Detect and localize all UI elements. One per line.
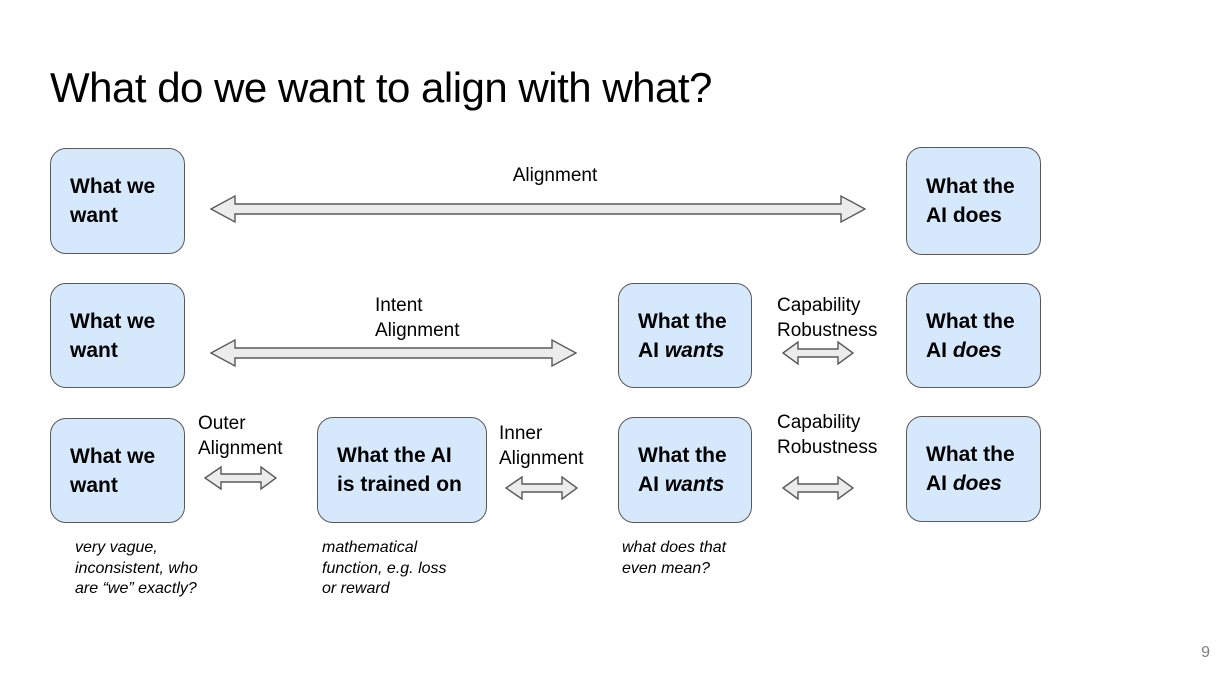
box-line: AI wants	[638, 473, 725, 496]
label-line: Alignment	[198, 438, 283, 459]
box-line: AI wants	[638, 338, 725, 362]
inner-alignment-double-arrow	[505, 475, 578, 501]
note-ai-wants: what does that even mean?	[622, 538, 726, 579]
alignment-double-arrow	[210, 194, 866, 224]
box-line: AI does	[926, 204, 1002, 227]
note-line: are “we” exactly?	[75, 580, 197, 597]
note-line: very vague,	[75, 539, 158, 556]
label-line: Capability	[777, 412, 861, 433]
inner-alignment-label: Inner Alignment	[499, 421, 584, 471]
box-label: What the AI does	[926, 307, 1015, 365]
note-trained-on: mathematical function, e.g. loss or rewa…	[322, 538, 447, 600]
box-line: want	[70, 473, 118, 497]
box-label: What the AI wants	[638, 441, 727, 499]
page-number: 9	[1201, 644, 1210, 661]
box-line: What we	[70, 444, 156, 468]
note-line: function, e.g. loss	[322, 559, 447, 577]
capability-robustness-label-row3: Capability Robustness	[777, 410, 877, 460]
label-line: Capability	[777, 295, 861, 316]
box-line: is trained on	[337, 473, 462, 496]
box-line: What the	[638, 309, 727, 333]
box-line: What we	[70, 309, 156, 333]
note-line: even mean?	[622, 559, 711, 577]
note-what-we-want: very vague, inconsistent, who are “we” e…	[75, 538, 198, 600]
note-line: inconsistent, who	[75, 559, 198, 577]
box-label: What the AI does	[926, 172, 1015, 230]
label-line: Alignment	[375, 320, 460, 341]
box-line: What the	[926, 175, 1015, 198]
box-what-the-ai-does-row2: What the AI does	[906, 283, 1041, 388]
capability-robustness-label-row2: Capability Robustness	[777, 293, 877, 343]
label-line: Outer	[198, 413, 246, 434]
box-what-the-ai-does-row3: What the AI does	[906, 416, 1041, 522]
box-line: What we	[70, 175, 156, 198]
box-what-the-ai-does-row1: What the AI does	[906, 147, 1041, 255]
box-what-we-want-row3: What we want	[50, 418, 185, 523]
note-line: or reward	[322, 580, 390, 597]
label-line: Intent	[375, 295, 423, 316]
box-label: What the AI is trained on	[337, 441, 462, 499]
label-line: Robustness	[777, 437, 878, 458]
box-line: want	[70, 204, 118, 227]
intent-alignment-double-arrow	[210, 338, 577, 368]
box-what-the-ai-wants-row3: What the AI wants	[618, 417, 752, 523]
label-line: Alignment	[499, 448, 584, 469]
box-label: What we want	[70, 172, 155, 230]
box-line: AI does	[926, 338, 1002, 362]
alignment-label: Alignment	[512, 165, 598, 186]
box-label: What the AI does	[926, 440, 1015, 498]
box-line: want	[70, 338, 118, 362]
box-label: What the AI wants	[638, 307, 727, 365]
label-line: Inner	[499, 423, 543, 444]
outer-alignment-label: Outer Alignment	[198, 411, 283, 461]
slide-title: What do we want to align with what?	[50, 64, 712, 111]
box-line: What the	[926, 443, 1015, 466]
outer-alignment-double-arrow	[204, 465, 277, 491]
intent-alignment-label: Intent Alignment	[375, 293, 460, 343]
note-line: what does that	[622, 539, 727, 556]
box-what-the-ai-wants-row2: What the AI wants	[618, 283, 752, 388]
box-line: What the	[638, 444, 727, 467]
box-line: What the AI	[337, 444, 452, 467]
box-line: AI does	[926, 472, 1002, 495]
box-what-we-want-row2: What we want	[50, 283, 185, 388]
note-line: mathematical	[322, 539, 418, 556]
box-what-we-want-row1: What we want	[50, 148, 185, 254]
box-label: What we want	[70, 307, 155, 365]
label-line: Robustness	[777, 320, 878, 341]
box-what-the-ai-is-trained-on: What the AI is trained on	[317, 417, 487, 523]
capability-robustness-double-arrow-row2	[782, 340, 854, 366]
box-label: What we want	[70, 442, 155, 500]
box-line: What the	[926, 309, 1015, 333]
capability-robustness-double-arrow-row3	[782, 475, 854, 501]
